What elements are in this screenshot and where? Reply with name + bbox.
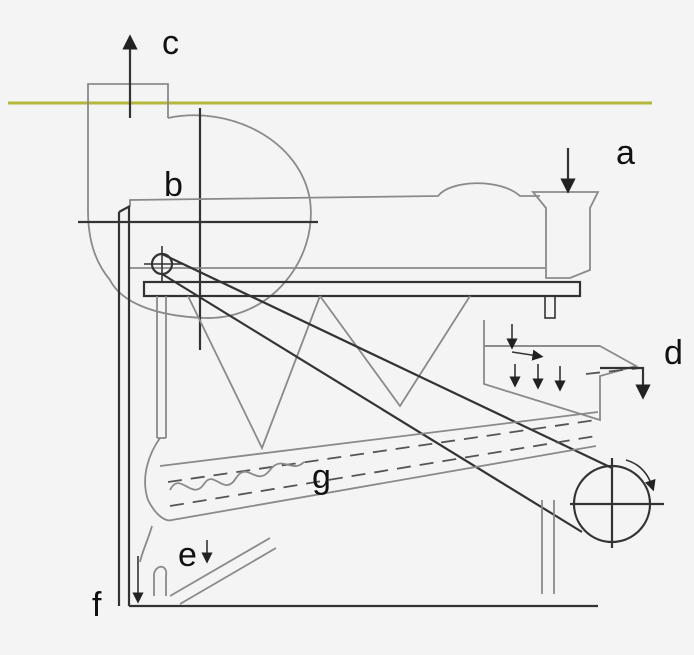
settling-chamber-1 [187, 295, 321, 451]
rotation-arrow [625, 459, 656, 492]
bottom-chute [139, 525, 153, 563]
screen-frame-top [159, 411, 599, 467]
label-b: b [164, 166, 183, 204]
fan-housing [87, 114, 312, 319]
label-d: d [664, 334, 683, 372]
label-e: e [178, 536, 197, 574]
screen-dash-1 [167, 419, 597, 483]
label-a: a [616, 134, 635, 172]
label-f: f [92, 586, 102, 624]
hopper-support [544, 295, 556, 319]
chute-small-post [153, 565, 168, 596]
top-deck [142, 280, 582, 298]
label-g: g [312, 458, 331, 496]
screen-left-end [144, 437, 173, 522]
screen-dash-2 [169, 435, 597, 507]
return-chute-right [179, 547, 277, 605]
discharge-outlet-arrow [600, 366, 651, 400]
screen-material-wave [169, 461, 305, 491]
drive-belt-lower [161, 273, 583, 533]
upper-housing [129, 182, 540, 206]
discharge-dash [585, 367, 641, 375]
label-c: c [162, 24, 179, 62]
return-chute-left [169, 537, 271, 597]
screen-frame-bottom [171, 445, 597, 521]
settling-chamber-2 [319, 295, 471, 408]
feed-hopper [531, 191, 600, 279]
frame-top [118, 205, 131, 213]
fan-outlet-duct [87, 83, 169, 210]
drive-belt-upper [161, 253, 613, 469]
flow-arrow-right [511, 349, 544, 361]
